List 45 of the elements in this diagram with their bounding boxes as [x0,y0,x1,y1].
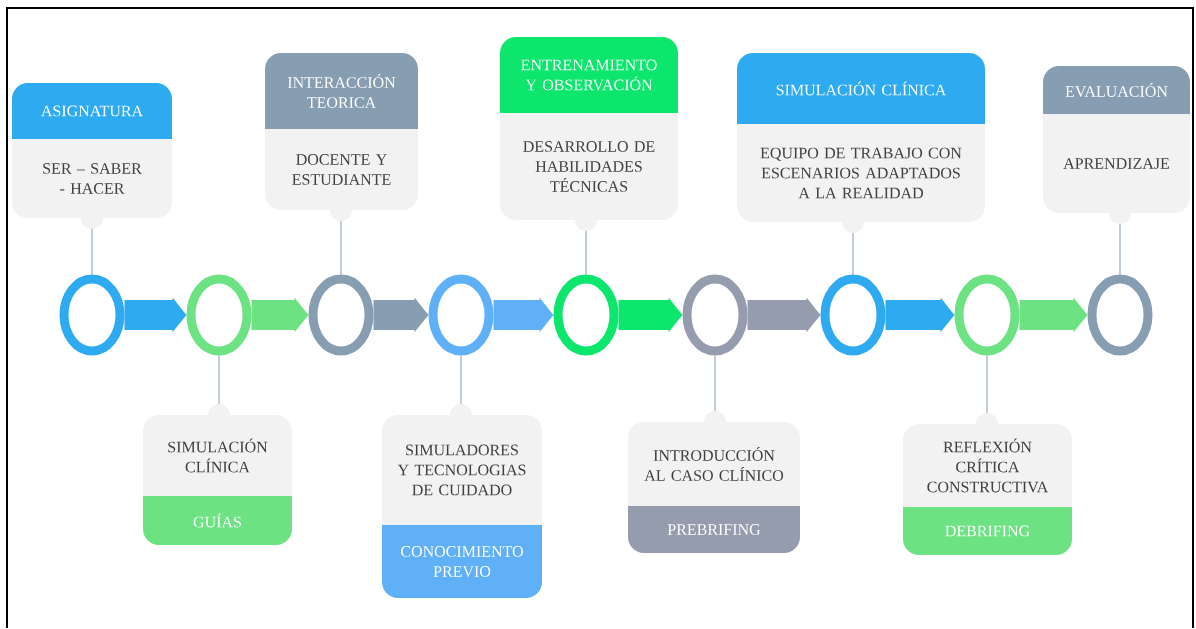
card-text: DESARROLLO DE HABILIDADES TÉCNICAS [523,141,655,192]
card-text: DOCENTE Y ESTUDIANTE [292,154,391,185]
leader-line [714,354,716,412]
timeline-card [903,413,1072,555]
ring-marker [59,274,125,356]
card-text: SIMULADORES Y TECNOLOGIAS DE CUIDADO [397,444,526,496]
timeline-card [143,404,292,545]
ring-marker [308,274,374,356]
card-text: REFLEXIÓN CRÍTICA CONSTRUCTIVA [927,438,1049,493]
card-text: EQUIPO DE TRABAJO CON ESCENARIOS ADAPTADOS A LA REALIDAD [760,147,962,199]
ring-marker [186,274,252,356]
timeline-card [628,411,800,553]
leader-line [340,220,342,276]
leader-line [218,354,220,405]
leader-line [1119,223,1121,276]
ring-marker [682,274,748,356]
leader-line [91,228,93,276]
leader-line [585,230,587,276]
timeline-card [265,53,418,221]
card-header: ENTRENAMIENTO Y OBSERVACIÓN [500,37,678,113]
card-text: INTRODUCCIÓN AL CASO CLÍNICO [644,447,784,481]
card-header: DEBRIFING [903,507,1072,555]
card-header: SIMULACIÓN CLÍNICA [737,53,985,124]
timeline-card [382,404,542,598]
ring-marker [954,274,1020,356]
timeline-card [737,53,985,233]
leader-line [986,354,988,414]
leader-line [852,232,854,276]
ring-marker [820,274,886,356]
ring-marker [1087,274,1153,356]
card-header: GUÍAS [143,496,292,545]
card-text: SIMULACIÓN CLÍNICA [168,438,268,473]
card-header: CONOCIMIENTO PREVIO [382,525,542,598]
card-text: APRENDIZAJE [1063,158,1170,169]
card-header: EVALUACIÓN [1043,66,1190,114]
timeline-card [1043,66,1190,224]
card-text: SER – SABER - HACER [43,163,142,194]
timeline-card [12,83,172,229]
card-header: INTERACCIÓN TEORICA [265,53,418,129]
card-header: PREBRIFING [628,506,800,553]
timeline-card [500,37,678,231]
leader-line [460,354,462,405]
ring-marker [428,274,494,356]
ring-marker [553,274,619,356]
card-header: ASIGNATURA [12,83,172,139]
